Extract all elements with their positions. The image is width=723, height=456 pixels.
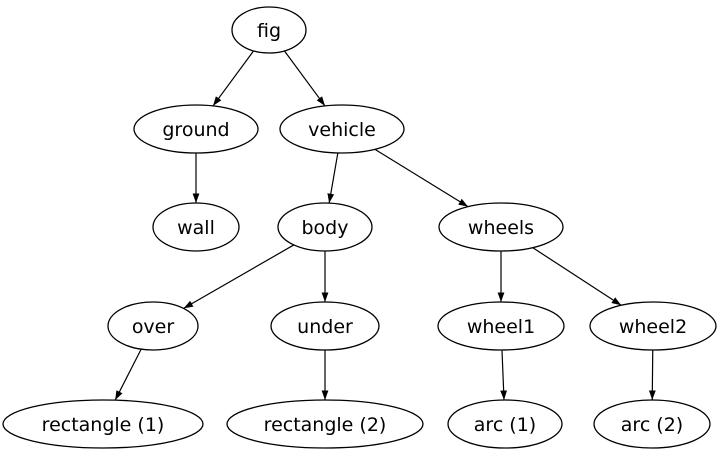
node-label-arc2: arc (2) [621, 414, 683, 436]
node-label-over: over [132, 316, 175, 338]
node-arc1: arc (1) [447, 399, 563, 449]
node-label-wheels: wheels [468, 217, 534, 239]
edge-wheel1-arc1 [500, 349, 508, 401]
node-ellipse-arc2 [593, 399, 711, 449]
node-label-ground: ground [162, 119, 229, 141]
node-under: under [270, 301, 380, 351]
node-ellipse-wheel1 [437, 301, 565, 351]
node-label-under: under [297, 316, 353, 338]
edge-vehicle-body [327, 152, 339, 204]
node-ground: ground [133, 104, 259, 154]
node-ellipse-under [270, 301, 380, 351]
node-ellipse-arc1 [447, 399, 563, 449]
node-rectangle1: rectangle (1) [2, 399, 204, 449]
edge-fig-vehicle [283, 50, 326, 107]
edge-wheels-wheel2 [532, 247, 622, 306]
node-wheel1: wheel1 [437, 301, 565, 351]
node-ellipse-rectangle2 [226, 399, 424, 449]
node-body: body [277, 202, 373, 252]
node-rectangle2: rectangle (2) [226, 399, 424, 449]
node-ellipse-body [277, 202, 373, 252]
node-ellipse-over [107, 301, 199, 351]
node-label-fig: fig [257, 20, 281, 42]
edge-wheel2-arc2 [648, 349, 656, 401]
node-ellipse-wall [152, 202, 240, 252]
node-wheel2: wheel2 [589, 301, 717, 351]
node-label-vehicle: vehicle [308, 119, 376, 141]
edge-fig-ground [212, 50, 255, 107]
edge-over-rectangle1 [114, 348, 142, 401]
node-ellipse-wheel2 [589, 301, 717, 351]
node-label-rectangle1: rectangle (1) [42, 414, 165, 436]
node-over: over [107, 301, 199, 351]
node-fig: fig [231, 6, 307, 54]
node-vehicle: vehicle [279, 104, 405, 154]
node-label-wheel2: wheel2 [619, 316, 687, 338]
node-wall: wall [152, 202, 240, 252]
node-label-wall: wall [177, 217, 215, 239]
node-arc2: arc (2) [593, 399, 711, 449]
node-label-body: body [302, 217, 349, 239]
node-label-rectangle2: rectangle (2) [264, 414, 387, 436]
node-label-wheel1: wheel1 [467, 316, 535, 338]
node-ellipse-rectangle1 [2, 399, 204, 449]
edge-vehicle-wheels [374, 148, 469, 208]
node-wheels: wheels [438, 202, 564, 252]
node-label-arc1: arc (1) [474, 414, 536, 436]
edge-body-over [183, 244, 295, 309]
node-ellipse-fig [231, 6, 307, 54]
node-ellipse-vehicle [279, 104, 405, 154]
node-ellipse-ground [133, 104, 259, 154]
node-ellipse-wheels [438, 202, 564, 252]
